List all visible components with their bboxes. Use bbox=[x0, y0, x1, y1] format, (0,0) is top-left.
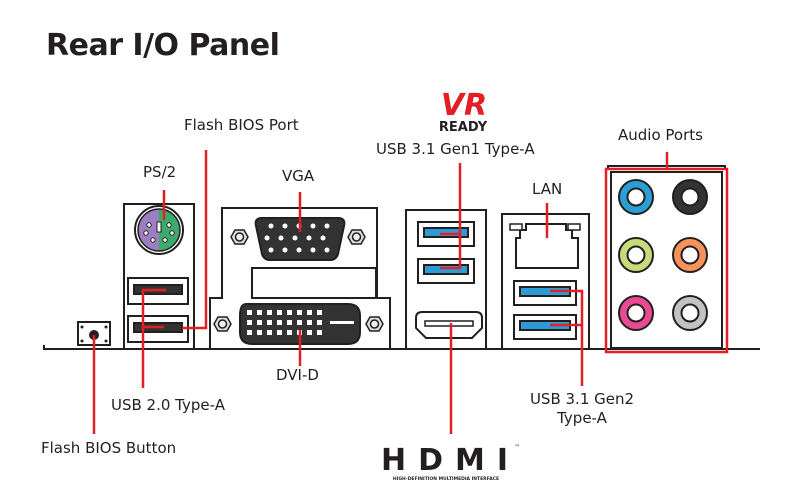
vga-pin bbox=[310, 223, 316, 229]
audio-jack-hole bbox=[626, 303, 646, 323]
vga-pin bbox=[282, 223, 288, 229]
label-usb31-gen1: USB 3.1 Gen1 Type-A bbox=[376, 140, 535, 158]
dvi-pin bbox=[257, 320, 262, 325]
vga-pin bbox=[310, 247, 316, 253]
label-flash-bios-port: Flash BIOS Port bbox=[184, 116, 299, 134]
label-audio-ports: Audio Ports bbox=[618, 126, 703, 144]
label-flash-bios-button: Flash BIOS Button bbox=[41, 439, 177, 457]
vga-screw-right bbox=[347, 229, 366, 245]
page-title: Rear I/O Panel bbox=[46, 28, 280, 63]
svg-text:READY: READY bbox=[439, 120, 488, 135]
ps2-usb2-bracket bbox=[123, 203, 195, 350]
audio-jack-hole bbox=[626, 187, 646, 207]
hdmi-logo: HDMI ™ HIGH-DEFINITION MULTIMEDIA INTERF… bbox=[381, 443, 520, 482]
svg-text:™: ™ bbox=[514, 444, 520, 451]
label-usb31-gen2: USB 3.1 Gen2 Type-A bbox=[520, 390, 644, 428]
dvi-pin bbox=[277, 310, 282, 315]
dvi-pin bbox=[247, 310, 252, 315]
vga-pin bbox=[264, 235, 270, 241]
dvi-pin bbox=[247, 330, 252, 335]
leader-flash-bios-port bbox=[182, 150, 208, 330]
vga-pin bbox=[306, 235, 312, 241]
dvi-pin bbox=[287, 330, 292, 335]
dvi-screw-left bbox=[213, 316, 232, 332]
usb-hdmi-bracket bbox=[405, 209, 487, 350]
vga-pin bbox=[268, 247, 274, 253]
dvi-pin bbox=[317, 320, 322, 325]
label-lan: LAN bbox=[532, 180, 563, 198]
dvi-pin bbox=[287, 310, 292, 315]
dvi-pin bbox=[277, 320, 282, 325]
dvi-pin bbox=[317, 310, 322, 315]
label-usb31-gen2-line2: Type-A bbox=[557, 409, 607, 427]
audio-jacks bbox=[618, 179, 708, 331]
vga-screw-left bbox=[230, 229, 249, 245]
dvi-pin bbox=[267, 310, 272, 315]
dvi-pin bbox=[297, 320, 302, 325]
vga-pin bbox=[292, 235, 298, 241]
vr-ready-logo: VR READY bbox=[439, 88, 488, 135]
vga-port bbox=[254, 217, 346, 261]
dvi-pin bbox=[297, 310, 302, 315]
svg-text:HDMI: HDMI bbox=[381, 443, 511, 478]
leader-usb31-gen2 bbox=[550, 289, 584, 386]
dvi-screw-right bbox=[365, 316, 384, 332]
label-vga: VGA bbox=[282, 167, 315, 185]
dvi-port bbox=[239, 303, 361, 345]
svg-text:VR: VR bbox=[441, 88, 487, 123]
vga-pin bbox=[296, 247, 302, 253]
vga-pin bbox=[320, 235, 326, 241]
svg-text:HIGH-DEFINITION MULTIMEDIA INT: HIGH-DEFINITION MULTIMEDIA INTERFACE bbox=[393, 476, 499, 482]
dvi-pin bbox=[307, 320, 312, 325]
dvi-pin bbox=[287, 320, 292, 325]
lan-usb-bracket bbox=[501, 213, 590, 350]
dvi-pin bbox=[307, 330, 312, 335]
label-usb20: USB 2.0 Type-A bbox=[111, 396, 225, 414]
leader-usb20-top bbox=[141, 288, 166, 388]
dvi-pin bbox=[257, 310, 262, 315]
audio-jack-hole bbox=[626, 245, 646, 265]
leader-usb31-gen1 bbox=[440, 163, 462, 270]
vga-pin bbox=[278, 235, 284, 241]
usb20-ports bbox=[127, 277, 189, 343]
vga-pin bbox=[324, 223, 330, 229]
dvi-pin bbox=[317, 330, 322, 335]
label-usb31-gen2-line1: USB 3.1 Gen2 bbox=[529, 390, 635, 408]
label-dvi-d: DVI-D bbox=[276, 366, 319, 384]
vga-pin bbox=[268, 223, 274, 229]
audio-bracket bbox=[610, 171, 723, 349]
audio-jack-hole bbox=[680, 245, 700, 265]
vga-pin bbox=[282, 247, 288, 253]
dvi-pin bbox=[247, 320, 252, 325]
usb31-gen1-ports bbox=[417, 221, 475, 284]
dvi-pin bbox=[307, 310, 312, 315]
vga-pin bbox=[324, 247, 330, 253]
dvi-pin bbox=[267, 330, 272, 335]
lan-port bbox=[509, 223, 581, 269]
dvi-pin bbox=[267, 320, 272, 325]
dvi-pin bbox=[277, 330, 282, 335]
leader-lines bbox=[92, 150, 729, 434]
vga-blank-area bbox=[251, 267, 377, 299]
ps2-port bbox=[134, 205, 184, 255]
audio-highlight-box bbox=[604, 167, 729, 354]
usb31-gen2-ports bbox=[513, 280, 577, 340]
dvi-pin bbox=[257, 330, 262, 335]
audio-jack-hole bbox=[680, 187, 700, 207]
audio-jack-hole bbox=[680, 303, 700, 323]
label-ps2: PS/2 bbox=[143, 163, 177, 181]
hdmi-port bbox=[415, 311, 483, 339]
